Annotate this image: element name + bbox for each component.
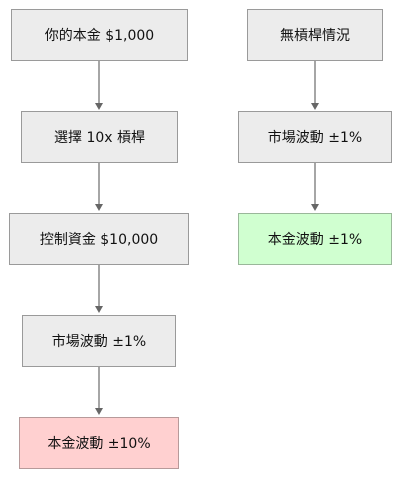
node-market-move-left-label: 市場波動 ±1% (51, 334, 147, 350)
node-principal-move-unleveraged-label: 本金波動 ±1% (267, 232, 363, 248)
arrow-left-4 (95, 367, 103, 415)
arrow-left-1 (95, 61, 103, 110)
node-choose-leverage-label: 選擇 10x 槓桿 (54, 130, 145, 146)
node-principal-move-unleveraged: 本金波動 ±1% (238, 213, 392, 265)
arrow-left-3 (95, 265, 103, 313)
arrow-left-2 (95, 163, 103, 211)
arrow-right-2 (311, 163, 319, 211)
node-principal-move-leveraged-label: 本金波動 ±10% (47, 436, 151, 452)
node-principal: 你的本金 $1,000 (11, 9, 188, 61)
node-no-leverage-label: 無槓桿情況 (280, 28, 350, 44)
node-choose-leverage: 選擇 10x 槓桿 (21, 111, 178, 163)
node-market-move-right: 市場波動 ±1% (238, 111, 392, 163)
node-principal-move-leveraged: 本金波動 ±10% (19, 417, 179, 469)
node-market-move-left: 市場波動 ±1% (22, 315, 176, 367)
node-no-leverage: 無槓桿情況 (247, 9, 383, 61)
node-principal-label: 你的本金 $1,000 (44, 28, 155, 44)
node-controlled-capital: 控制資金 $10,000 (9, 213, 189, 265)
arrow-right-1 (311, 61, 319, 110)
node-market-move-right-label: 市場波動 ±1% (267, 130, 363, 146)
node-controlled-capital-label: 控制資金 $10,000 (39, 232, 159, 248)
